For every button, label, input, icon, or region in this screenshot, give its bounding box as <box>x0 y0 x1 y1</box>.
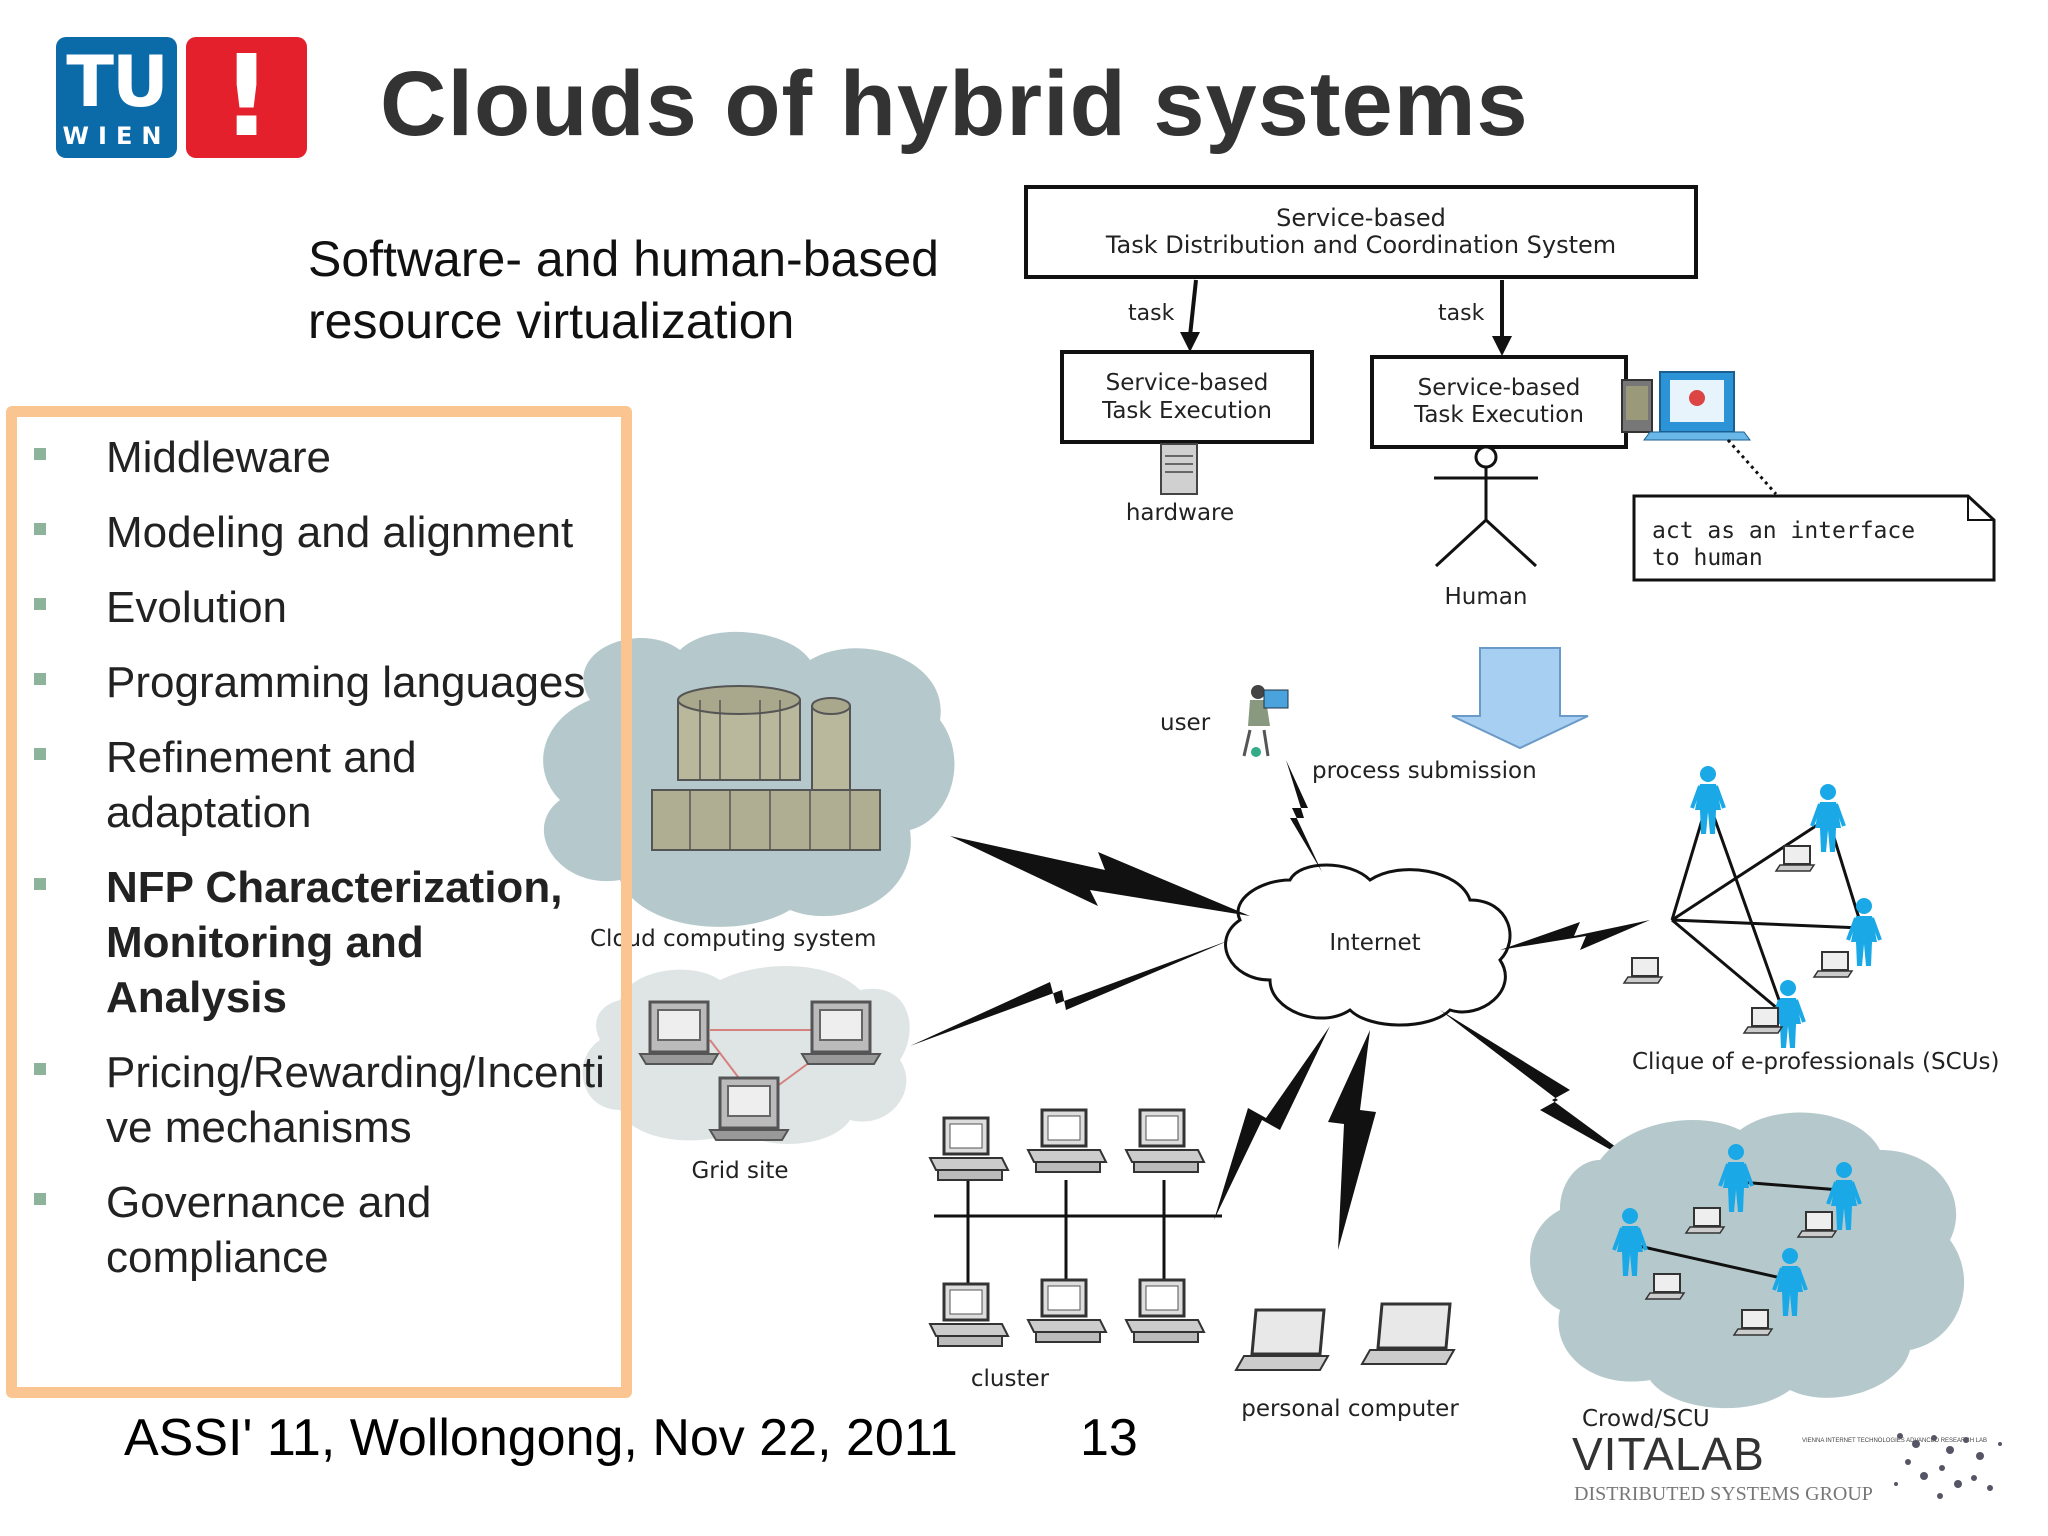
cluster-pc-1 <box>928 1116 1010 1182</box>
note-label-1: act as an interface <box>1652 518 1915 544</box>
logo-tu-text: TU <box>66 41 169 123</box>
topic-label: Modeling and alignment <box>106 508 574 557</box>
cloud-computing-label: Cloud computing system <box>590 926 876 952</box>
workstation-icon <box>1643 371 1751 441</box>
subtitle: Software- and human-based resource virtu… <box>308 228 939 352</box>
topic-label: NFP Characterization, Monitoring and Ana… <box>106 863 563 1022</box>
personal-computer-label: personal computer <box>1241 1396 1459 1422</box>
bullet-icon <box>34 748 46 760</box>
hardware-label: hardware <box>1126 500 1234 526</box>
topic-item: Pricing/Rewarding/Incentive mechanisms <box>30 1045 610 1155</box>
coordination-box <box>1024 185 1698 279</box>
topics-highlight-box <box>6 406 632 1398</box>
clique-label: Clique of e-professionals (SCUs) <box>1632 1049 1999 1075</box>
user-label: user <box>1160 710 1211 736</box>
exec-left-label-2: Task Execution <box>1101 398 1272 424</box>
human-stick-figure-icon <box>1434 445 1538 568</box>
note-label-2: to human <box>1652 545 1763 571</box>
grid-pc-1 <box>638 1000 720 1066</box>
internet-label: Internet <box>1329 930 1420 956</box>
personal-laptop-1 <box>1234 1308 1330 1372</box>
vitalab-wordmark: VITALAB <box>1572 1428 1765 1480</box>
crowd-label: Crowd/SCU <box>1582 1406 1710 1432</box>
clique-laptop-4 <box>1743 1007 1783 1034</box>
cluster-pc-4 <box>928 1282 1010 1348</box>
page-number: 13 <box>1080 1409 1138 1467</box>
exec-box-hardware <box>1060 350 1314 444</box>
footer-conference: ASSI' 11, Wollongong, Nov 22, 2011 <box>124 1409 958 1467</box>
vitalab-subtitle: DISTRIBUTED SYSTEMS GROUP <box>1574 1483 1873 1505</box>
slide-title: Clouds of hybrid systems <box>380 53 1529 155</box>
clique-person-2 <box>1810 782 1846 854</box>
topic-label: Middleware <box>106 433 331 482</box>
cluster-pc-2 <box>1026 1108 1108 1174</box>
grid-pc-3 <box>708 1076 790 1142</box>
cluster-pc-5 <box>1026 1278 1108 1344</box>
topic-item: Governance and compliance <box>30 1175 610 1285</box>
crowd-network <box>1629 1180 1841 1282</box>
note-box <box>1632 494 1996 582</box>
cluster-pc-3 <box>1124 1108 1206 1174</box>
clique-laptop-2 <box>1623 957 1663 984</box>
clique-laptop-3 <box>1813 951 1853 978</box>
subtitle-line-1: Software- and human-based <box>308 231 939 287</box>
topic-label: Pricing/Rewarding/Incentive mechanisms <box>106 1048 605 1152</box>
clique-person-1 <box>1690 764 1726 836</box>
human-label: Human <box>1445 584 1528 610</box>
user-icon <box>1242 685 1289 757</box>
cluster-label: cluster <box>971 1366 1050 1392</box>
vitalab-dots-icon <box>1894 1433 2002 1499</box>
crowd-cloud <box>1530 1112 1965 1409</box>
exec-right-label-1: Service-based <box>1418 375 1581 401</box>
bullet-icon <box>34 1193 46 1205</box>
bullet-icon <box>34 448 46 460</box>
clique-person-4 <box>1846 896 1882 968</box>
vitalab-logo: VITALAB DISTRIBUTED SYSTEMS GROUP VIENNA… <box>1572 1428 2002 1505</box>
network-links <box>910 760 1650 1250</box>
datacenter-icon <box>651 685 881 851</box>
cluster-icon <box>928 1108 1222 1348</box>
topic-label: Evolution <box>106 583 288 632</box>
cluster-pc-6 <box>1124 1278 1206 1344</box>
grid-site-label: Grid site <box>691 1158 788 1184</box>
topic-item: Programming languages <box>30 655 610 710</box>
hardware-icon <box>1160 443 1198 495</box>
exec-left-label-1: Service-based <box>1106 370 1269 396</box>
coordination-label-2: Task Distribution and Coordination Syste… <box>1105 231 1616 259</box>
bullet-icon <box>34 673 46 685</box>
topic-item: NFP Characterization, Monitoring and Ana… <box>30 860 610 1025</box>
coordination-label-1: Service-based <box>1276 204 1446 232</box>
grid-pc-2 <box>800 1000 882 1066</box>
process-submission-label: process submission <box>1312 758 1537 784</box>
topic-item: Modeling and alignment <box>30 505 610 560</box>
bullet-icon <box>34 598 46 610</box>
process-submission-arrow <box>1451 647 1589 750</box>
mobile-device-icon <box>1621 379 1653 433</box>
exec-right-label-2: Task Execution <box>1413 402 1584 428</box>
logo-exclamation: ! <box>186 37 307 158</box>
topic-item: Middleware <box>30 430 610 485</box>
task-label-right: task <box>1438 301 1485 326</box>
task-label-left: task <box>1128 301 1175 326</box>
task-arrow-left <box>1188 279 1198 337</box>
topics-list: Middleware Modeling and alignment Evolut… <box>30 430 610 1305</box>
topic-item: Evolution <box>30 580 610 635</box>
logo-wien-text: WIEN <box>62 122 171 150</box>
topic-label: Governance and compliance <box>106 1178 432 1282</box>
topic-label: Programming languages <box>106 658 586 707</box>
vitalab-tagline: VIENNA INTERNET TECHNOLOGIES ADVANCED RE… <box>1802 1438 1987 1444</box>
subtitle-line-2: resource virtualization <box>308 293 795 349</box>
bullet-icon <box>34 878 46 890</box>
internet-cloud <box>1224 863 1512 1027</box>
tu-wien-logo: TU WIEN <box>56 37 177 158</box>
personal-laptop-2 <box>1360 1302 1456 1366</box>
bullet-icon <box>34 1063 46 1075</box>
bullet-icon <box>34 523 46 535</box>
topic-item: Refinement and adaptation <box>30 730 610 840</box>
topic-label: Refinement and adaptation <box>106 733 417 837</box>
